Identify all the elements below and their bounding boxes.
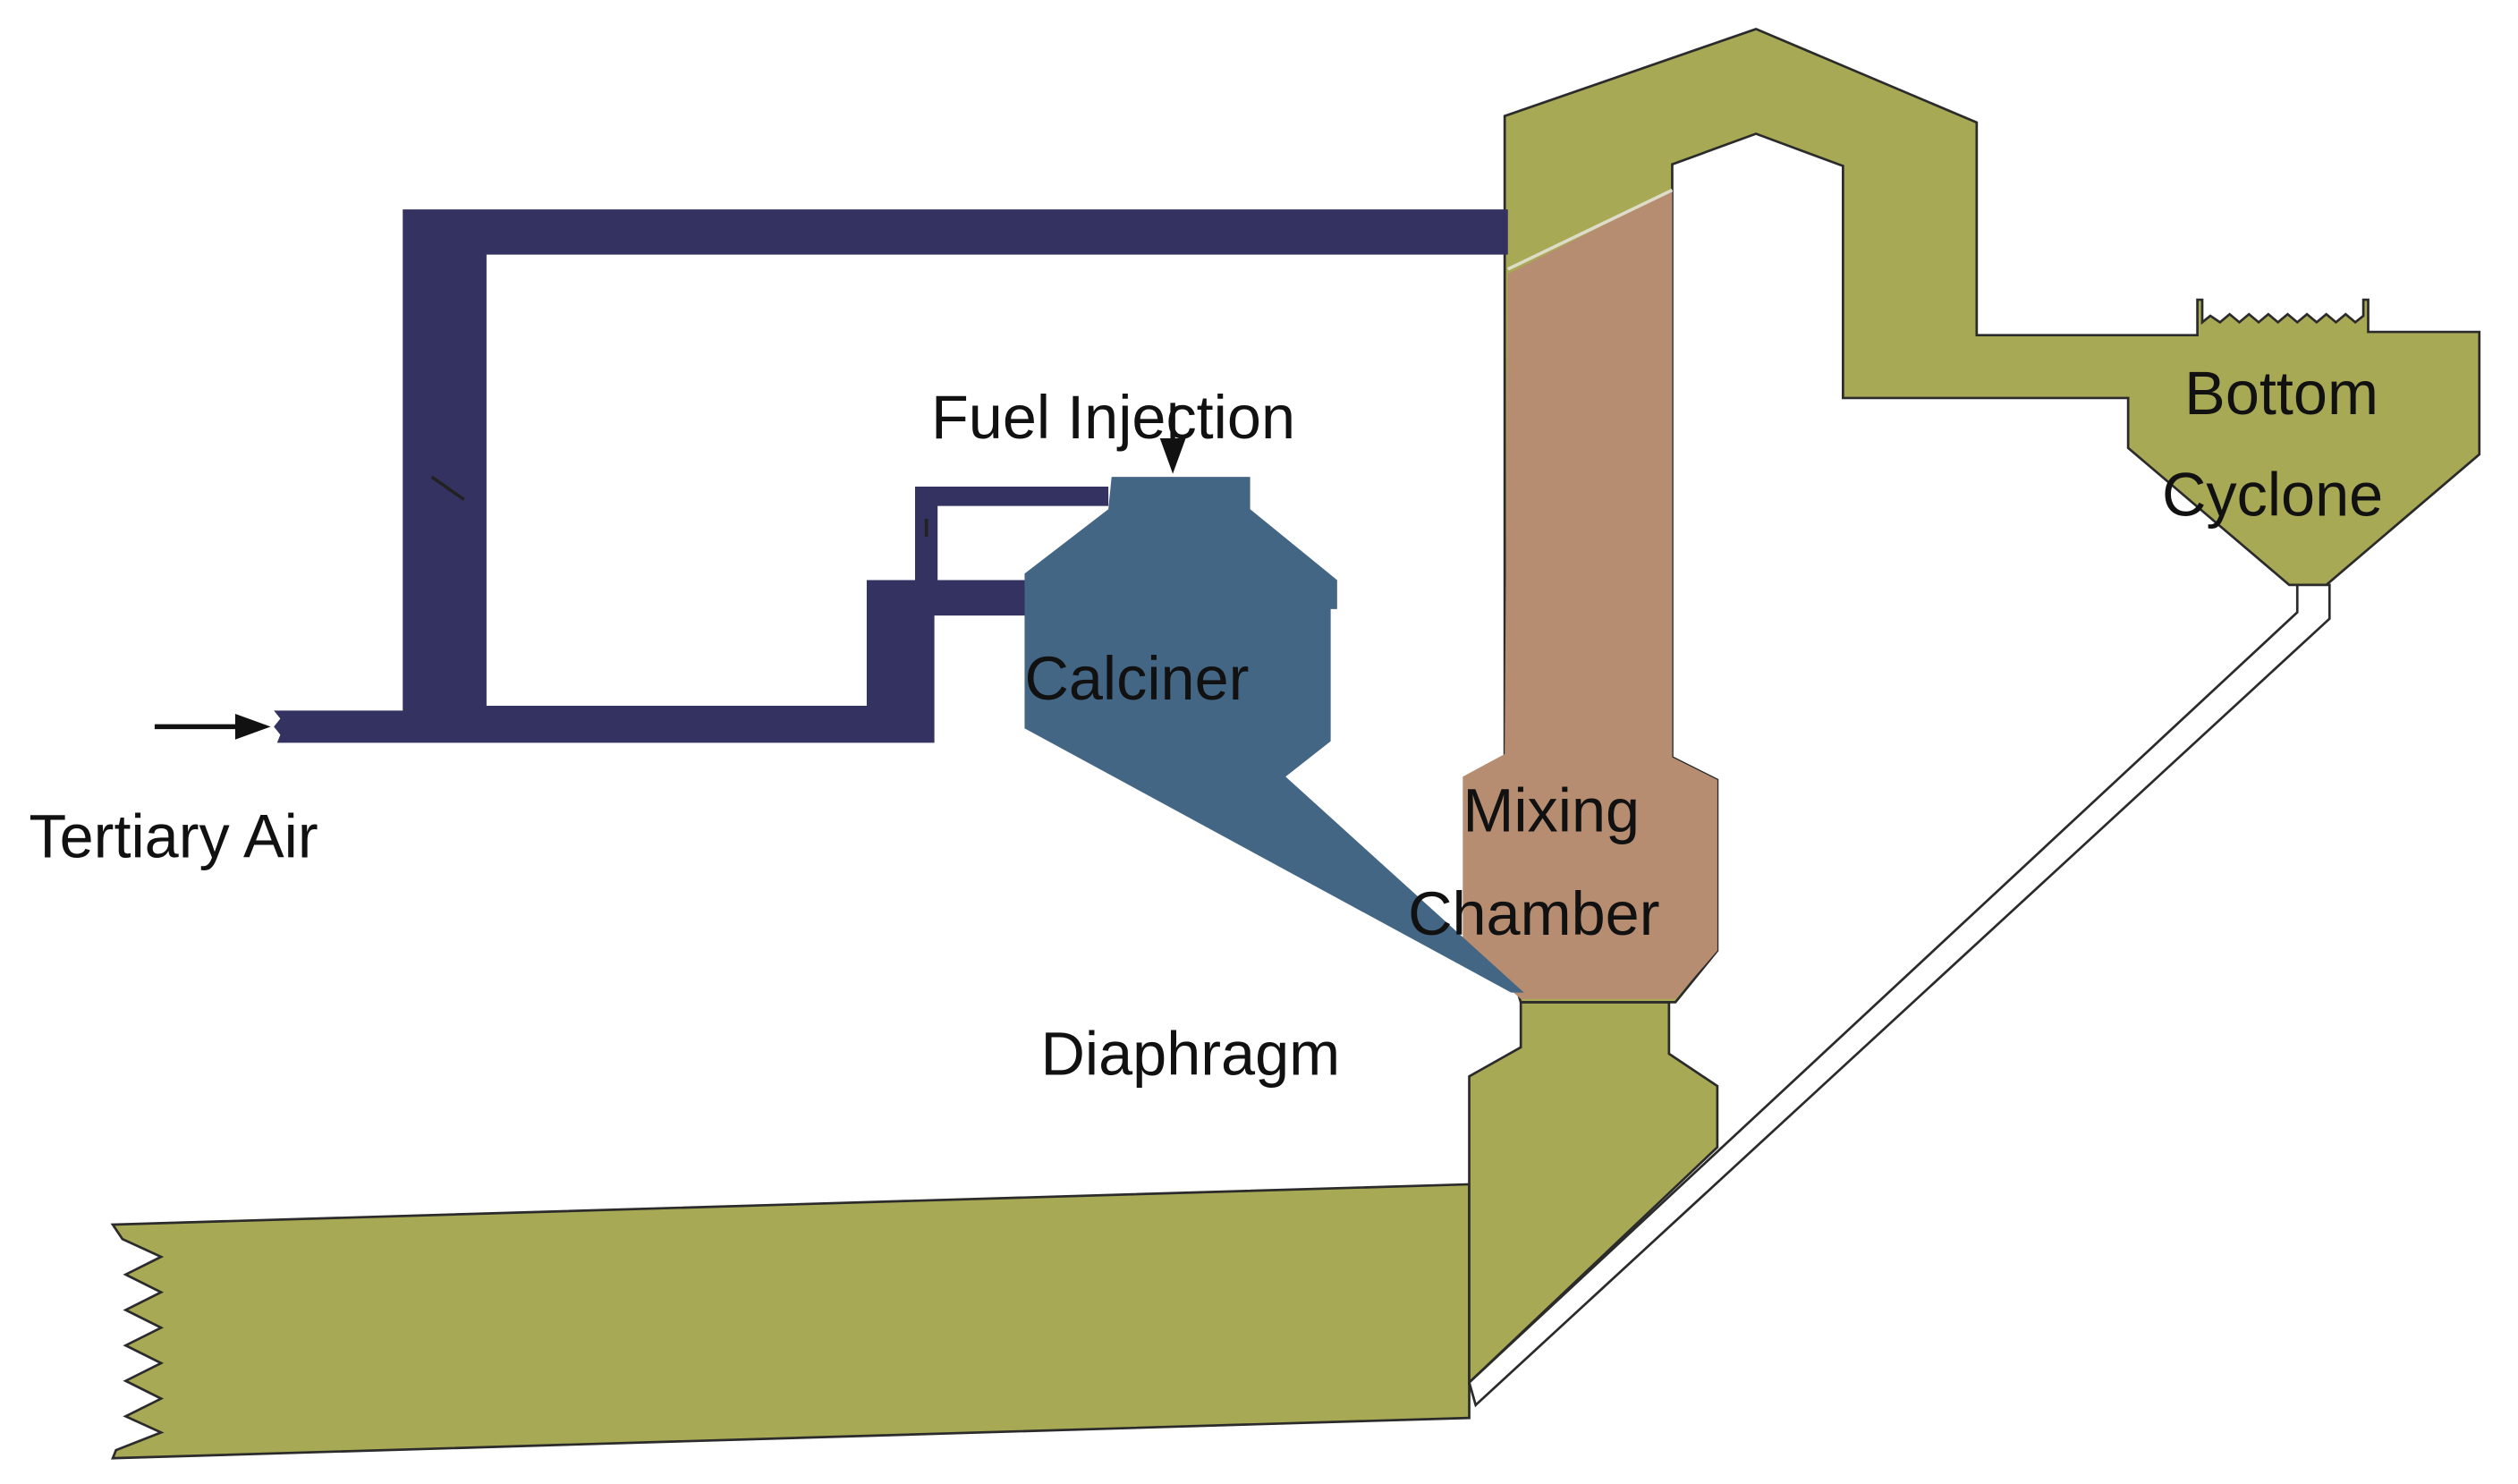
- mixing-chamber-label-line2: Chamber: [1408, 879, 1659, 948]
- fuel-injection-label: Fuel Injection: [931, 383, 1295, 452]
- calciner-label: Calciner: [1024, 644, 1249, 713]
- fuel-injection-arrow-head: [1159, 437, 1186, 474]
- diaphragm-label: Diaphragm: [1040, 1019, 1340, 1088]
- bottom-cyclone-label-line1: Bottom: [2184, 359, 2378, 428]
- mixing-chamber-label-line1: Mixing: [1462, 776, 1640, 844]
- tertiary-air-duct: [274, 209, 1508, 743]
- bottom-cyclone-label-line2: Cyclone: [2162, 460, 2383, 529]
- material-chute: [1468, 583, 2331, 1408]
- tertiary-air-label: Tertiary Air: [29, 801, 318, 870]
- tertiary-air-arrow-head: [234, 713, 271, 740]
- mixing-chamber-edge: [1506, 188, 1674, 271]
- calciner-vessel: [1024, 477, 1524, 993]
- mixing-chamber: [1462, 190, 1717, 999]
- kiln-inlet-duct: [110, 1183, 1471, 1460]
- duct-damper-mark: [430, 475, 465, 501]
